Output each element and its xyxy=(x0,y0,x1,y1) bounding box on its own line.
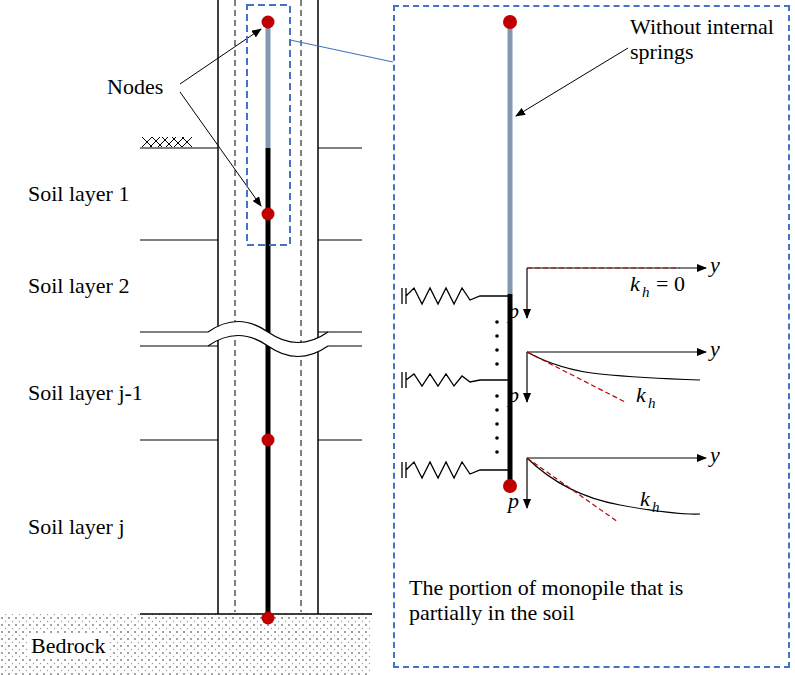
stiffness-label: k xyxy=(636,382,646,407)
soil-layer-band: Soil layer j-1 xyxy=(0,348,214,438)
layer-name: Soil layer j xyxy=(28,514,125,539)
soil-layer-band: Soil layer 2 xyxy=(0,242,214,330)
bedrock-band: Bedrock xyxy=(0,616,214,675)
stiffness-subscript: h xyxy=(642,284,650,301)
callout-text: Nodes xyxy=(107,74,163,99)
axis-label: y xyxy=(710,252,720,277)
callout-text: Without internal springs xyxy=(630,14,785,65)
soil-spring xyxy=(402,288,508,478)
layer-name: Bedrock xyxy=(28,633,109,658)
stiffness-subscript: h xyxy=(648,395,656,412)
axis-label: y xyxy=(710,442,720,467)
layer-name: Soil layer j-1 xyxy=(28,380,143,405)
axis-label: y xyxy=(710,336,720,361)
axis-label: p xyxy=(508,298,519,323)
stiffness-label: k xyxy=(640,486,650,511)
ground-hatch xyxy=(142,137,192,147)
axis-label: p xyxy=(508,488,519,513)
zoom-panel: The portion of monopile that is partiall… xyxy=(393,5,790,668)
stiffness-subscript: h xyxy=(652,499,660,516)
axis-label: p xyxy=(508,382,519,407)
bedrock-fill xyxy=(0,614,372,675)
soil-layer-band: Soil layer j xyxy=(0,442,214,612)
layer-name: Soil layer 1 xyxy=(28,181,129,206)
stiffness-label: k xyxy=(630,271,640,296)
panel-caption: The portion of monopile that is partiall… xyxy=(409,575,709,626)
layer-name: Soil layer 2 xyxy=(28,273,129,298)
stiffness-value: = 0 xyxy=(656,271,685,296)
node-dot xyxy=(262,16,275,625)
soil-layer-band: Soil layer 1 xyxy=(0,150,214,238)
